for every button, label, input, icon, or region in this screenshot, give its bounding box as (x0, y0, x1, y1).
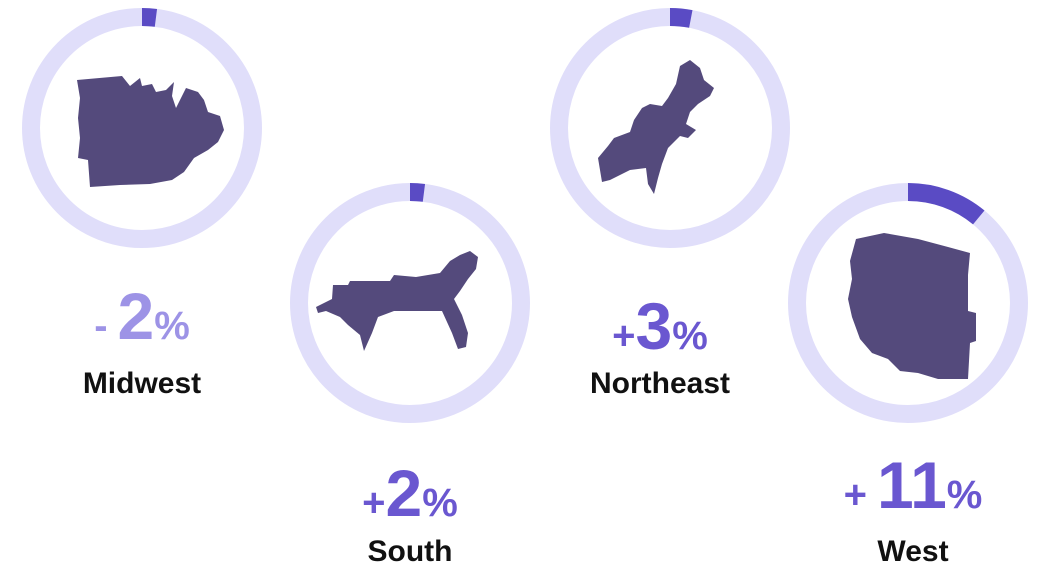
region-label-west: West (877, 535, 949, 568)
pct-northeast: +3% (560, 293, 760, 359)
ring-value-arc (669, 8, 693, 28)
pct-sign: + (362, 481, 386, 525)
pct-number: 2 (117, 279, 155, 353)
pct-sign: - (94, 304, 108, 348)
pct-midwest: -2% (42, 283, 242, 349)
pct-sign: + (612, 314, 636, 358)
pct-unit: % (154, 304, 190, 348)
ring-northeast (550, 8, 790, 248)
pct-number: 11 (877, 448, 947, 522)
west-map-icon (848, 233, 976, 379)
pct-south: +2% (310, 460, 510, 526)
ring-south (290, 183, 530, 423)
pct-sign: + (843, 473, 867, 517)
ring-value-arc (141, 8, 158, 27)
pct-unit: % (946, 473, 983, 517)
ring-midwest (22, 8, 262, 248)
south-map-icon (316, 251, 478, 351)
pct-unit: % (422, 481, 458, 525)
ring-value-arc (907, 183, 985, 225)
region-label-south: South (367, 535, 453, 568)
region-label-northeast: Northeast (589, 367, 731, 400)
pct-number: 2 (385, 456, 423, 530)
ring-west (788, 183, 1028, 423)
ring-value-arc (409, 183, 426, 202)
pct-west: +11% (813, 452, 1013, 518)
pct-number: 3 (635, 289, 673, 363)
region-label-midwest: Midwest (82, 367, 202, 400)
midwest-map-icon (77, 76, 224, 187)
pct-unit: % (672, 314, 708, 358)
northeast-map-icon (598, 60, 714, 194)
